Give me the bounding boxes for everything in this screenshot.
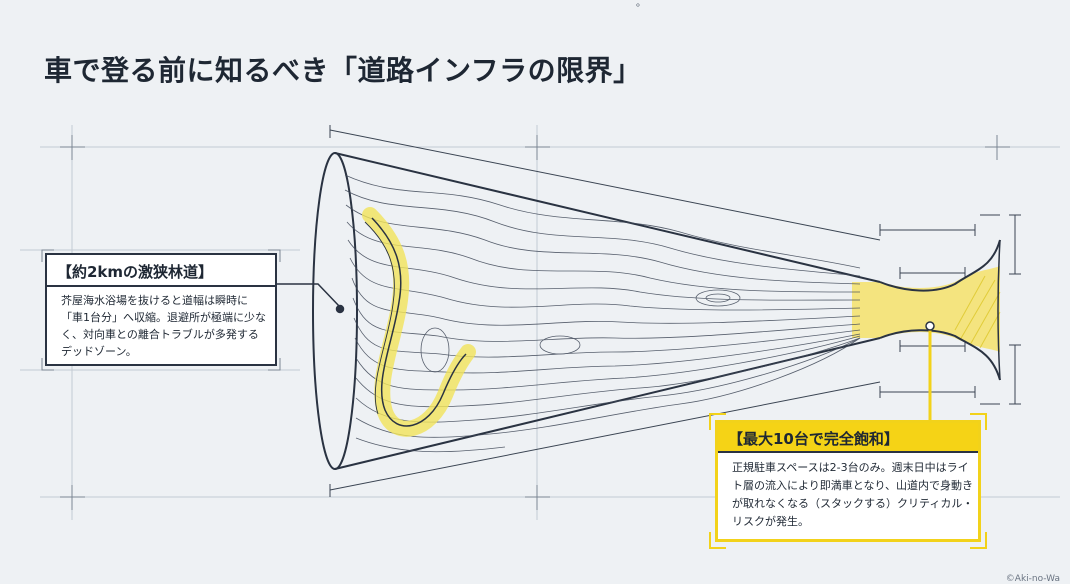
leader-left <box>277 283 345 314</box>
callout-narrow-road-body: 芥屋海水浴場を抜けると道幅は瞬時に「車1台分」へ収縮。退避所が極端に少なく、対向… <box>61 294 266 358</box>
callout-parking-body: 正規駐車スペースは2-3台のみ。週末日中はライト層の流入により即満車となり、山道… <box>732 461 974 528</box>
callout-parking-header: 【最大10台で完全飽和】 <box>718 423 978 453</box>
narrow-road-highlight <box>362 207 476 437</box>
corner-mark: ©Aki-no-Wa <box>1005 574 1060 584</box>
callout-narrow-road-heading: 【約2kmの激狭林道】 <box>57 263 214 281</box>
callout-parking-heading: 【最大10台で完全飽和】 <box>728 430 899 448</box>
callout-right-bracket <box>709 413 987 549</box>
parking-bottleneck-highlight <box>852 266 1001 352</box>
callout-left-bracket <box>41 249 281 371</box>
callout-parking: 【最大10台で完全飽和】 正規駐車スペースは2-3台のみ。週末日中はライト層の流… <box>715 420 981 542</box>
callout-divider <box>47 285 275 287</box>
blueprint-grid <box>20 125 1060 520</box>
page-title: 車で登る前に知るべき「道路インフラの限界」 <box>44 53 642 87</box>
leader-right <box>925 321 935 420</box>
dimension-lines <box>329 125 1021 497</box>
callout-narrow-road: 【約2kmの激狭林道】 芥屋海水浴場を抜けると道幅は瞬時に「車1台分」へ収縮。退… <box>45 253 277 366</box>
top-mark: 。 <box>636 0 646 9</box>
